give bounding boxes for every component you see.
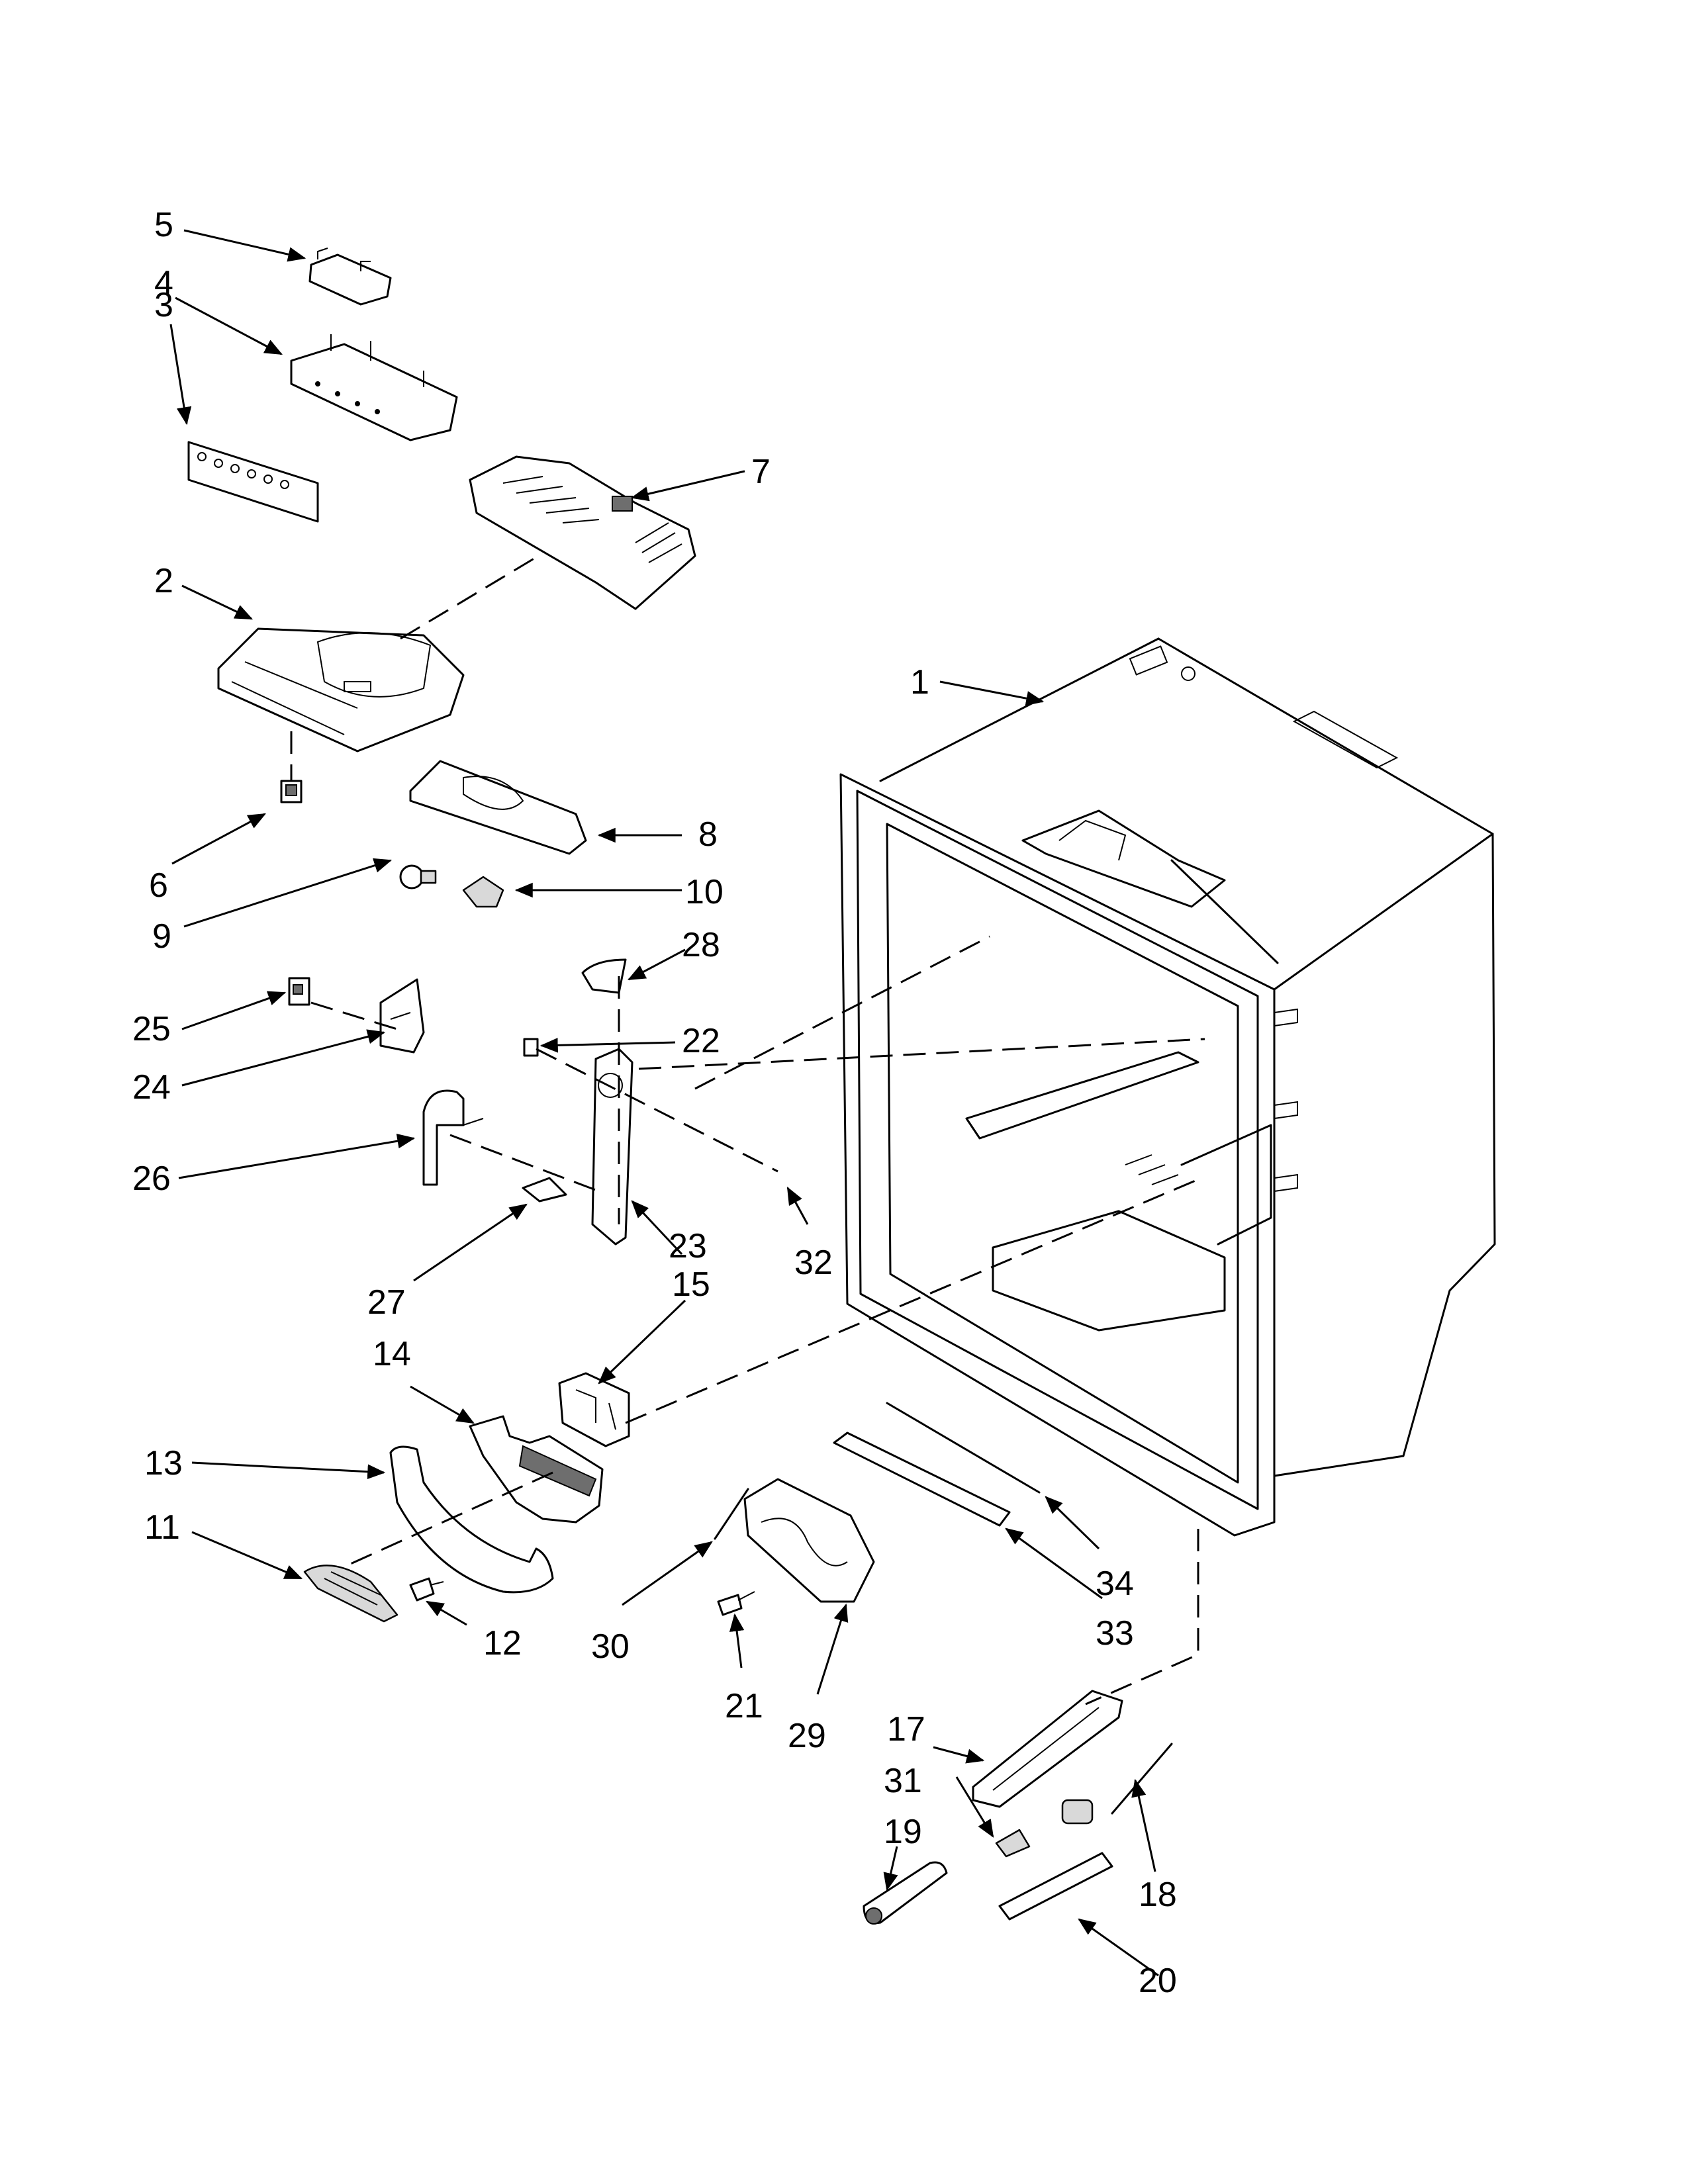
part-23-housing <box>591 1048 633 1246</box>
callout-30: 30 <box>591 1627 630 1666</box>
callout-labels: 1 2 3 4 5 6 7 8 9 10 11 12 13 14 15 17 1… <box>132 206 1177 2000</box>
callout-10: 10 <box>685 873 724 911</box>
callout-20: 20 <box>1139 1962 1177 2000</box>
callout-18: 18 <box>1139 1876 1177 1914</box>
part-14-dispenser-housing <box>469 1415 604 1524</box>
callout-28: 28 <box>682 926 720 964</box>
callout-23: 23 <box>669 1227 707 1265</box>
callout-11: 11 <box>144 1508 180 1547</box>
callout-4: 4 <box>154 264 173 302</box>
part-19-filter <box>863 1861 948 1925</box>
part-15-module <box>558 1372 630 1447</box>
part-21-screw <box>717 1591 755 1616</box>
part-1-liner <box>839 637 1496 1537</box>
part-10-socket <box>462 876 504 908</box>
callout-27: 27 <box>367 1283 406 1322</box>
part-18-tube-assembly <box>1061 1743 1173 1825</box>
callout-26: 26 <box>132 1160 171 1198</box>
part-4-bracket <box>290 334 458 441</box>
part-22-clip <box>523 1038 539 1057</box>
part-30-rod <box>714 1488 749 1540</box>
callout-22: 22 <box>682 1022 720 1060</box>
part-28-seal <box>581 958 627 994</box>
callout-17: 17 <box>887 1710 925 1749</box>
part-6-switch <box>280 780 303 803</box>
callout-3: 3 <box>154 286 173 324</box>
callout-31: 31 <box>884 1762 922 1800</box>
callout-25: 25 <box>132 1010 171 1048</box>
part-9-bulb <box>399 864 437 889</box>
callout-32: 32 <box>794 1244 833 1282</box>
callout-8: 8 <box>698 815 718 854</box>
callout-24: 24 <box>132 1068 171 1107</box>
part-7-vent-cover <box>469 455 696 610</box>
part-17-bracket <box>972 1690 1123 1808</box>
part-24-bracket <box>379 978 425 1054</box>
callout-14: 14 <box>373 1335 411 1373</box>
part-11-trim <box>303 1565 399 1623</box>
part-29-ice-maker <box>743 1478 875 1603</box>
callout-9: 9 <box>152 917 171 956</box>
part-2-control-housing <box>217 627 465 752</box>
callout-7: 7 <box>751 453 771 491</box>
part-27-clip <box>522 1177 567 1203</box>
part-8-lamp-housing <box>409 760 587 855</box>
part-3-light-bar <box>187 441 319 523</box>
callout-29: 29 <box>788 1717 826 1755</box>
part-25-switch <box>288 977 310 1006</box>
callout-13: 13 <box>144 1444 183 1482</box>
callout-19: 19 <box>884 1813 922 1851</box>
callout-6: 6 <box>149 866 168 905</box>
callout-1: 1 <box>910 663 929 702</box>
callout-15: 15 <box>672 1265 710 1304</box>
part-5-clip <box>308 248 392 306</box>
part-33-rail <box>833 1432 1011 1527</box>
assembly-lines <box>290 556 1205 1706</box>
part-34-rod <box>886 1402 1041 1494</box>
part-20-cover <box>998 1852 1113 1921</box>
part-26-tube <box>422 1089 484 1186</box>
callout-12: 12 <box>483 1624 522 1662</box>
callout-2: 2 <box>154 562 173 600</box>
callout-5: 5 <box>154 206 173 244</box>
part-12-screw <box>409 1577 444 1602</box>
callout-33: 33 <box>1096 1614 1134 1653</box>
part-31-fitting <box>995 1829 1031 1858</box>
part-13-bezel <box>389 1445 554 1594</box>
callout-21: 21 <box>725 1687 763 1725</box>
callout-34: 34 <box>1096 1565 1134 1603</box>
leader-lines <box>169 229 1159 1977</box>
